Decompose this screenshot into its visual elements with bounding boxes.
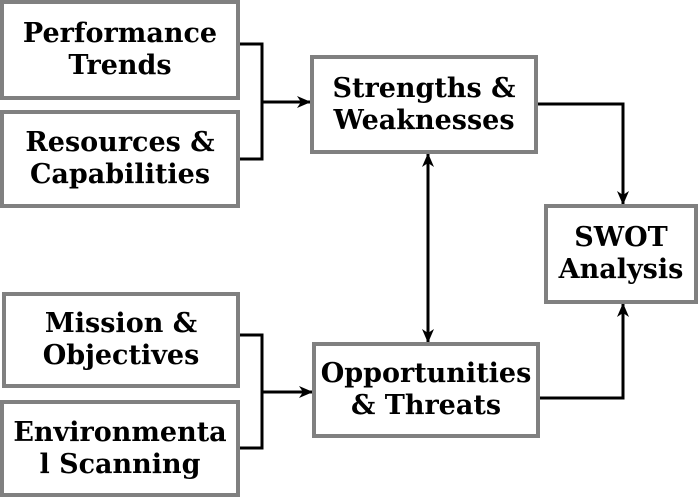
node-mission-objectives: Mission & Objectives	[2, 292, 240, 388]
node-swot-analysis: SWOT Analysis	[544, 204, 698, 304]
arrow-opportunities-to-swot	[538, 303, 629, 400]
node-label: SWOT Analysis	[558, 222, 684, 285]
bracket-internal	[240, 42, 264, 161]
node-performance-trends: Performance Trends	[0, 0, 240, 100]
node-label: Environmenta l Scanning	[13, 416, 227, 480]
arrow-strengths-to-swot	[538, 102, 629, 205]
node-label: Strengths & Weaknesses	[332, 72, 516, 136]
node-strengths-weaknesses: Strengths & Weaknesses	[310, 55, 538, 154]
node-opportunities-threats: Opportunities & Threats	[312, 342, 540, 438]
node-resources-capabilities: Resources & Capabilities	[0, 110, 240, 208]
node-environmental-scanning: Environmenta l Scanning	[0, 400, 240, 497]
node-label: Performance Trends	[22, 18, 218, 81]
bracket-external	[240, 333, 264, 450]
node-label: Mission & Objectives	[42, 308, 200, 371]
node-label: Resources & Capabilities	[25, 127, 215, 190]
node-label: Opportunities & Threats	[320, 358, 532, 421]
